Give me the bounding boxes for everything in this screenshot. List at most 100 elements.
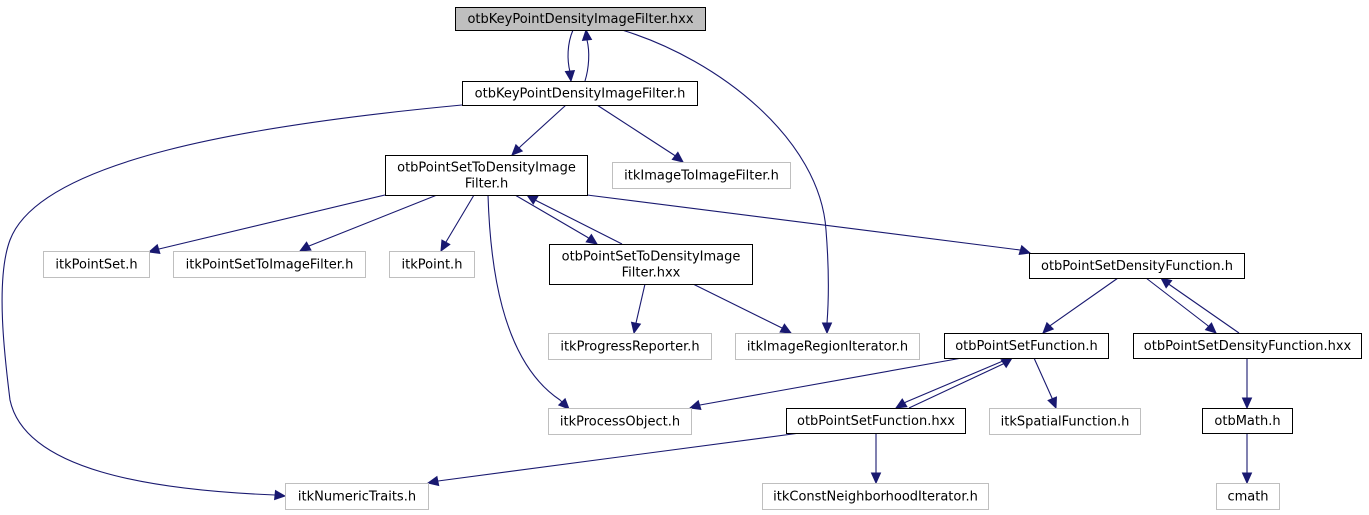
edge-line bbox=[514, 194, 598, 245]
node-label: otbPointSetToDensityImage bbox=[397, 161, 576, 176]
node-box bbox=[1216, 483, 1280, 510]
edge-otbpointsettodensityimagefilter-h-to-otbpointsettodensityimagefilter-hxx bbox=[514, 194, 598, 245]
edge-otbkeypointdensityimagefilter-h-to-otbpointsettodensityimagefilter-h bbox=[511, 104, 567, 156]
edge-line bbox=[299, 194, 438, 252]
edge-line bbox=[148, 194, 386, 253]
edge-otbpointsetfunction-hxx-to-itknumerictraits-h bbox=[426, 432, 801, 487]
edge-otbpointsetfunction-hxx-to-itkconstneighborhooditerator-h bbox=[870, 433, 882, 485]
node-itkimagetoimagefilter-h: itkImageToImageFilter.h bbox=[612, 162, 791, 189]
node-label: itkConstNeighborhoodIterator.h bbox=[773, 490, 978, 505]
edge-otbkeypointdensityimagefilter-hxx-to-itkimageregioniterator-h bbox=[621, 29, 833, 335]
node-otbmath-h[interactable]: otbMath.h bbox=[1202, 408, 1293, 434]
node-label: itkPoint.h bbox=[402, 258, 463, 273]
node-box bbox=[1029, 253, 1245, 279]
arrowhead-icon bbox=[557, 397, 570, 410]
node-otbpointsetdensityfunction-h[interactable]: otbPointSetDensityFunction.h bbox=[1029, 253, 1245, 279]
edge-otbpointsetfunction-h-to-itkspatialfunction-h bbox=[1033, 357, 1057, 410]
node-label: otbPointSetFunction.h bbox=[955, 339, 1098, 354]
edge-line bbox=[689, 357, 963, 409]
node-box bbox=[786, 408, 966, 434]
arrowhead-icon bbox=[1241, 397, 1253, 410]
edge-line bbox=[596, 104, 684, 163]
arrowhead-icon bbox=[1204, 322, 1217, 334]
node-itkimageregioniterator-h: itkImageRegionIterator.h bbox=[735, 333, 920, 360]
edge-otbpointsetdensityfunction-hxx-to-otbpointsetdensityfunction-h bbox=[1160, 277, 1240, 334]
arrowhead-icon bbox=[581, 28, 593, 41]
arrowhead-icon bbox=[779, 323, 793, 334]
node-box bbox=[43, 251, 150, 278]
node-itknumerictraits-h: itkNumericTraits.h bbox=[285, 483, 429, 510]
node-otbpointsetdensityfunction-hxx[interactable]: otbPointSetDensityFunction.hxx bbox=[1133, 333, 1362, 359]
arrowhead-icon bbox=[147, 243, 161, 255]
node-label: cmath bbox=[1227, 490, 1268, 505]
node-itkpoint-h: itkPoint.h bbox=[389, 251, 475, 278]
edge-line bbox=[1042, 277, 1119, 334]
edge-otbkeypointdensityimagefilter-hxx-to-otbkeypointdensityimagefilter-h bbox=[564, 29, 576, 83]
node-label: otbPointSetFunction.hxx bbox=[797, 414, 955, 429]
edge-otbpointsettodensityimagefilter-h-to-itkpoint-h bbox=[440, 194, 475, 253]
edge-line bbox=[1160, 277, 1240, 334]
edge-otbpointsettodensityimagefilter-h-to-itkprocessobject-h bbox=[487, 194, 570, 410]
node-itkprocessobject-h: itkProcessObject.h bbox=[548, 408, 692, 435]
edge-otbpointsetdensityfunction-hxx-to-otbmath-h bbox=[1241, 358, 1253, 410]
node-box bbox=[389, 251, 475, 278]
node-otbkeypointdensityimagefilter-hxx[interactable]: otbKeyPointDensityImageFilter.hxx bbox=[455, 7, 706, 31]
node-box bbox=[944, 333, 1109, 359]
edge-line bbox=[692, 283, 792, 334]
node-label: itkImageRegionIterator.h bbox=[747, 340, 908, 355]
edge-otbpointsetdensityfunction-h-to-otbpointsetfunction-h bbox=[1042, 277, 1119, 334]
edges-layer bbox=[1, 28, 1253, 501]
edge-otbkeypointdensityimagefilter-h-to-itkimagetoimagefilter-h bbox=[596, 104, 684, 163]
edge-otbpointsettodensityimagefilter-hxx-to-itkimageregioniterator-h bbox=[692, 283, 793, 334]
arrowhead-icon bbox=[1018, 244, 1032, 256]
node-box bbox=[173, 251, 366, 278]
node-otbpointsetfunction-hxx[interactable]: otbPointSetFunction.hxx bbox=[786, 408, 966, 434]
node-box bbox=[385, 155, 588, 196]
node-box bbox=[285, 483, 429, 510]
arrowhead-icon bbox=[1000, 357, 1014, 369]
edge-line bbox=[526, 194, 623, 245]
node-box bbox=[735, 333, 920, 360]
edge-otbpointsetfunction-h-to-otbpointsetfunction-hxx bbox=[894, 357, 1011, 409]
arrowhead-icon bbox=[1160, 277, 1173, 289]
node-label: otbPointSetDensityFunction.hxx bbox=[1144, 339, 1352, 354]
node-label: itkProgressReporter.h bbox=[560, 340, 699, 355]
nodes-layer: otbKeyPointDensityImageFilter.hxx otbKeyP… bbox=[43, 7, 1362, 510]
node-label: itkNumericTraits.h bbox=[298, 490, 416, 505]
node-label: otbKeyPointDensityImageFilter.hxx bbox=[467, 12, 693, 27]
edge-line bbox=[895, 357, 1011, 409]
node-label: itkSpatialFunction.h bbox=[1001, 415, 1130, 430]
edge-line bbox=[487, 194, 570, 410]
node-label: itkProcessObject.h bbox=[560, 415, 680, 430]
node-box bbox=[549, 244, 753, 285]
edge-line bbox=[1, 104, 463, 497]
edge-otbpointsettodensityimagefilter-hxx-to-otbpointsettodensityimagefilter-h bbox=[525, 194, 623, 245]
edge-otbpointsettodensityimagefilter-h-to-itkpointset-h bbox=[147, 194, 386, 255]
node-itkpointsettoimagefilter-h: itkPointSetToImageFilter.h bbox=[173, 251, 366, 278]
arrowhead-icon bbox=[630, 321, 642, 335]
arrowhead-icon bbox=[564, 69, 576, 83]
node-box bbox=[1133, 333, 1362, 359]
arrowhead-icon bbox=[1241, 472, 1253, 485]
edge-line bbox=[1145, 277, 1217, 334]
arrowhead-icon bbox=[870, 472, 882, 485]
node-otbkeypointdensityimagefilter-h[interactable]: otbKeyPointDensityImageFilter.h bbox=[462, 81, 698, 106]
node-label: otbKeyPointDensityImageFilter.h bbox=[475, 87, 686, 102]
edge-otbpointsetdensityfunction-h-to-otbpointsetdensityfunction-hxx bbox=[1145, 277, 1217, 334]
arrowhead-icon bbox=[688, 399, 702, 411]
arrowhead-icon bbox=[821, 322, 833, 335]
node-otbpointsetfunction-h[interactable]: otbPointSetFunction.h bbox=[944, 333, 1109, 359]
node-box bbox=[762, 483, 989, 510]
edge-otbpointsetfunction-h-to-itkprocessobject-h bbox=[688, 357, 963, 411]
arrowhead-icon bbox=[511, 143, 524, 156]
edge-otbpointsettodensityimagefilter-h-to-itkpointsettoimagefilter-h bbox=[298, 194, 438, 252]
node-box bbox=[548, 333, 712, 360]
node-label: otbMath.h bbox=[1214, 414, 1280, 429]
edge-line bbox=[511, 104, 567, 156]
edge-otbpointsettodensityimagefilter-h-to-otbpointsetdensityfunction-h bbox=[586, 194, 1032, 256]
edge-line bbox=[908, 357, 1013, 409]
node-label: otbPointSetDensityFunction.h bbox=[1041, 259, 1233, 274]
